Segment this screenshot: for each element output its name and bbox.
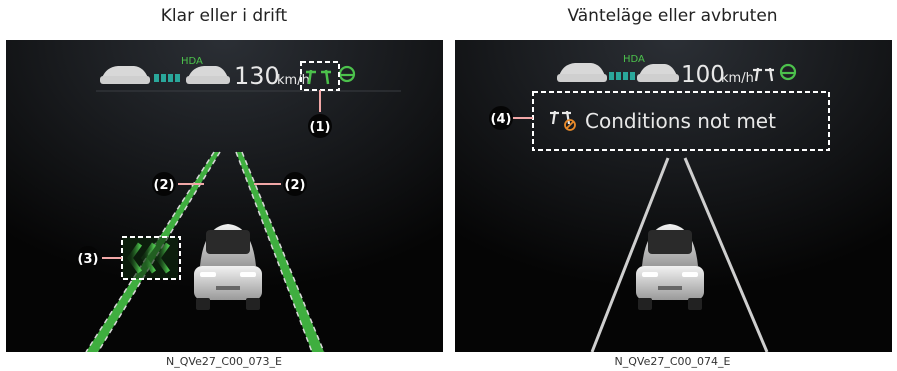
right-cluster-display: HDA 100 km/h (455, 40, 892, 352)
callout-marker-3 (76, 246, 100, 270)
hud-bar: HDA 100 km/h (557, 54, 797, 88)
right-caption: Vänteläge eller avbruten (567, 6, 778, 26)
callout-marker-2b (283, 172, 307, 196)
steering-wheel-icon (779, 63, 797, 81)
lane-line-right (683, 157, 769, 352)
lane-off-icon (550, 110, 576, 131)
callout-marker-4 (489, 106, 513, 130)
callout-label-2a: (2) (154, 178, 175, 193)
gap-distance-bars (154, 74, 180, 82)
callout-marker-1 (308, 114, 332, 138)
left-image-code: N_QVe27_C00_073_E (166, 355, 282, 368)
chevron-left-icon (126, 242, 171, 274)
callout-label-4: (4) (491, 112, 512, 127)
left-cluster-panel: HDA 130 km/h (1) (6, 40, 443, 352)
callout-label-3: (3) (78, 252, 99, 267)
lane-line-right (235, 151, 325, 352)
hud-bar: HDA 130 km/h (96, 56, 401, 92)
right-image-code: N_QVe27_C00_074_E (614, 355, 731, 368)
ego-car-icon (636, 224, 704, 310)
set-speed: 130 (234, 62, 280, 90)
speed-unit: km/h (721, 71, 754, 86)
lane-line-left (590, 157, 670, 352)
lane-change-arrows (122, 237, 178, 279)
left-cluster-display: HDA 130 km/h (1) (6, 40, 443, 352)
gap-distance-bars (609, 72, 635, 80)
set-speed: 100 (681, 62, 725, 88)
callout-marker-2a (152, 172, 176, 196)
car-follow-icon (637, 64, 679, 82)
lane-keep-icon (306, 69, 331, 85)
lane-keep-icon (753, 67, 774, 82)
status-message: Conditions not met (585, 109, 776, 133)
car-front-icon (100, 66, 150, 84)
callout-box-4 (532, 91, 830, 151)
hda-badge: HDA (181, 56, 203, 67)
ego-car-icon (194, 224, 262, 310)
speed-unit: km/h (277, 73, 310, 88)
car-follow-icon (186, 66, 230, 84)
callout-label-2b: (2) (285, 178, 306, 193)
hda-badge: HDA (623, 54, 645, 65)
car-front-icon (557, 63, 607, 82)
left-caption: Klar eller i drift (160, 6, 288, 26)
right-cluster-panel: HDA 100 km/h (455, 40, 892, 352)
callout-label-1: (1) (310, 120, 331, 135)
